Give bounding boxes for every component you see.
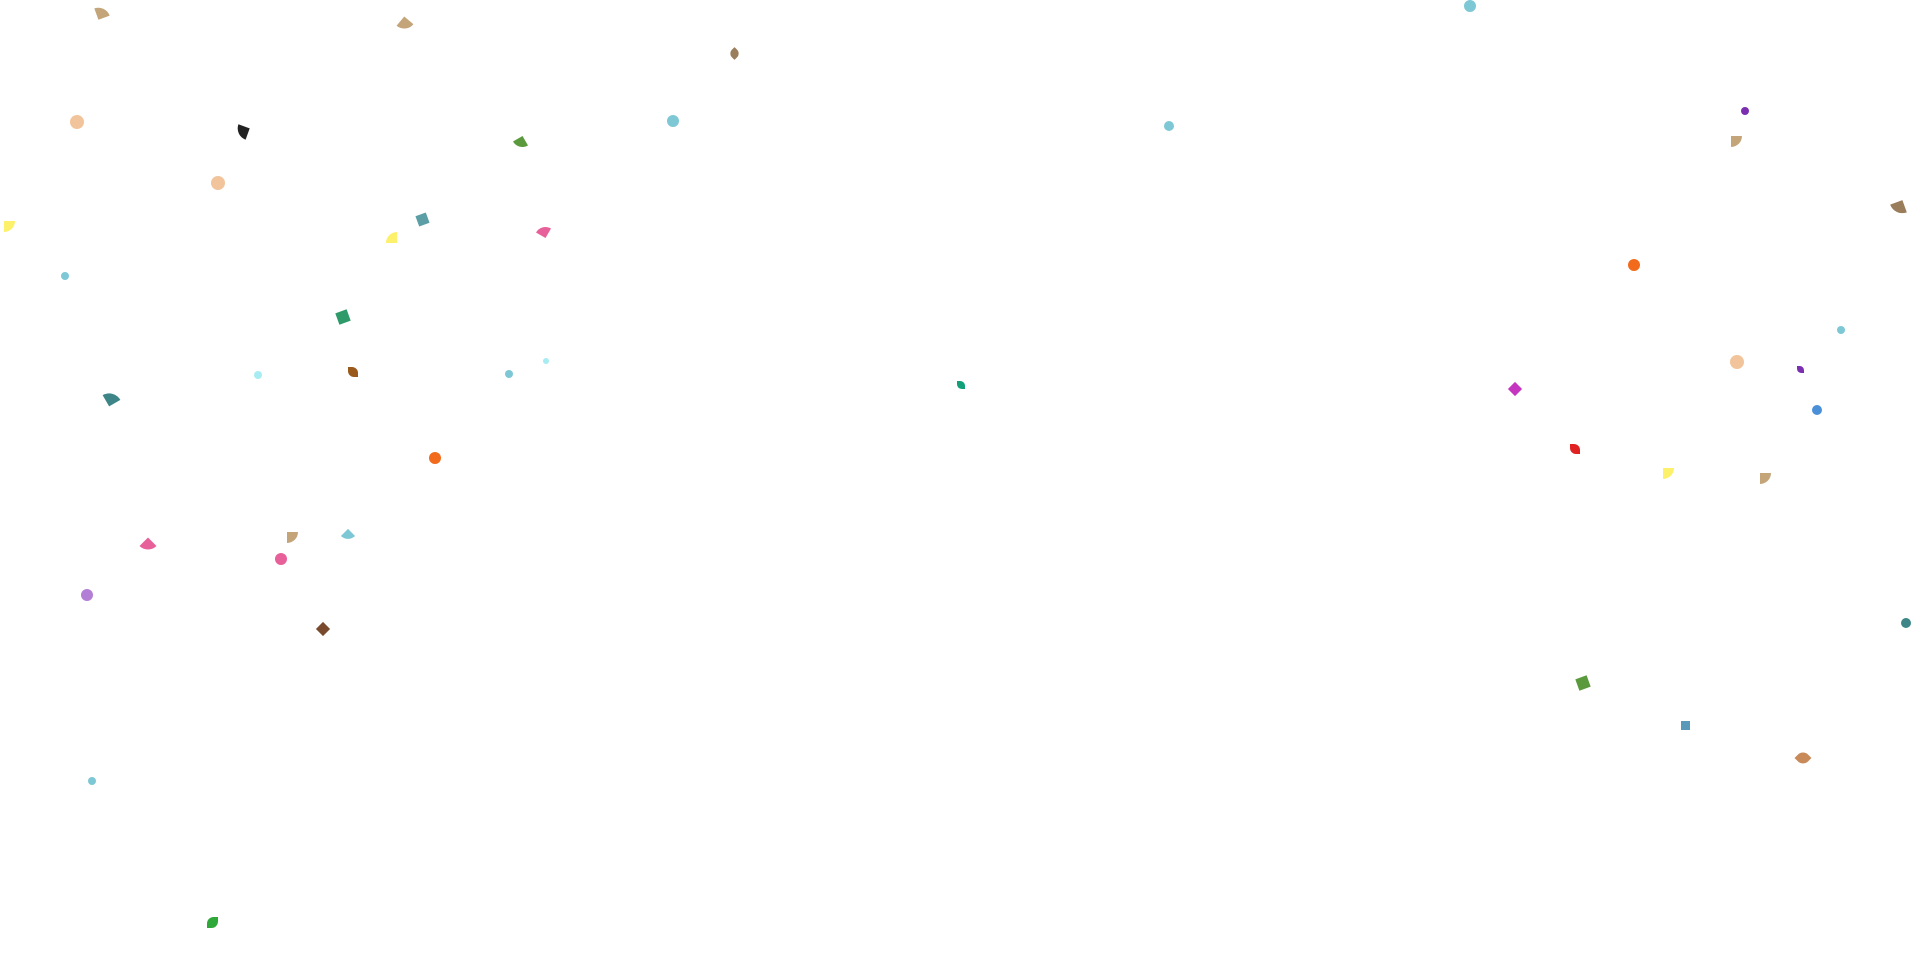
confetti-quarter xyxy=(139,537,157,555)
confetti-circle xyxy=(81,589,93,601)
confetti-circle xyxy=(211,176,225,190)
confetti-circle xyxy=(1901,618,1911,628)
confetti-quarter xyxy=(287,532,298,543)
confetti-quarter xyxy=(535,222,552,239)
confetti-quarter xyxy=(4,221,15,232)
confetti-circle xyxy=(1628,259,1640,271)
confetti-circle xyxy=(1164,121,1174,131)
confetti-square xyxy=(415,212,430,227)
confetti-square xyxy=(1575,675,1591,691)
confetti-circle xyxy=(1837,326,1845,334)
confetti-quarter xyxy=(1731,136,1742,147)
confetti-quarter xyxy=(1663,468,1674,479)
confetti-square xyxy=(315,621,331,637)
confetti-circle xyxy=(1741,107,1749,115)
confetti-quarter xyxy=(1890,200,1907,217)
confetti-square xyxy=(335,309,351,325)
confetti-quarter xyxy=(94,4,110,20)
confetti-leaf xyxy=(1797,366,1804,373)
confetti-circle xyxy=(429,452,441,464)
confetti-circle xyxy=(275,553,287,565)
confetti-quarter xyxy=(102,388,121,407)
confetti-circle xyxy=(254,371,262,379)
confetti-leaf xyxy=(348,367,358,377)
confetti-square xyxy=(1507,381,1523,397)
confetti-circle xyxy=(1812,405,1822,415)
confetti-leaf xyxy=(728,47,741,60)
confetti-quarter xyxy=(234,124,250,140)
confetti-quarter xyxy=(1760,473,1771,484)
confetti-quarter xyxy=(386,232,397,243)
confetti-quarter xyxy=(512,135,529,152)
confetti-leaf xyxy=(207,917,218,928)
confetti-circle xyxy=(543,358,549,364)
confetti-quarter xyxy=(340,528,356,544)
confetti-circle xyxy=(88,777,96,785)
confetti-leaf xyxy=(957,381,965,389)
confetti-quarter xyxy=(396,16,414,34)
confetti-circle xyxy=(667,115,679,127)
confetti-circle xyxy=(61,272,69,280)
confetti-circle xyxy=(70,115,84,129)
confetti-square xyxy=(1681,721,1690,730)
confetti-circle xyxy=(1730,355,1744,369)
confetti-circle xyxy=(1464,0,1476,12)
confetti-circle xyxy=(505,370,513,378)
confetti-leaf xyxy=(1794,749,1812,767)
confetti-leaf xyxy=(1570,444,1580,454)
